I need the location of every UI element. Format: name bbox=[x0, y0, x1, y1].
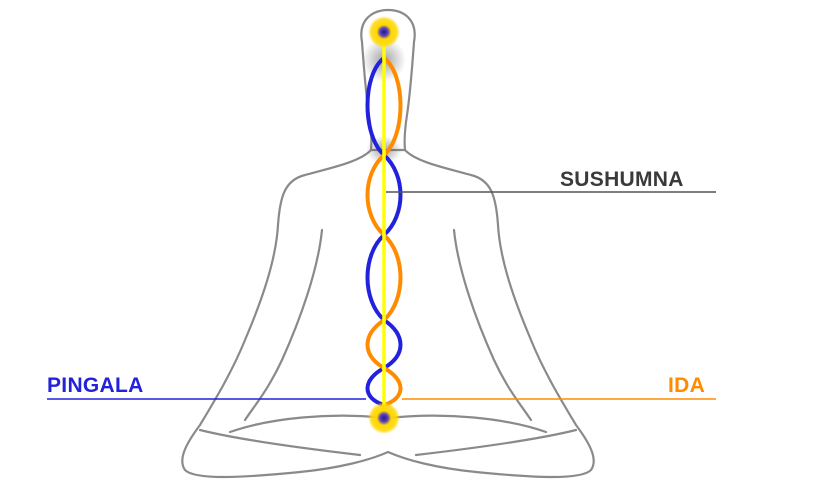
torso-outline bbox=[181, 148, 595, 479]
right-arm-inner bbox=[452, 228, 533, 422]
pingala-label: PINGALA bbox=[47, 374, 144, 397]
sushumna-label: SUSHUMNA bbox=[560, 168, 684, 191]
crown-chakra bbox=[368, 16, 400, 48]
root-chakra bbox=[368, 402, 400, 434]
right-shin bbox=[414, 428, 578, 457]
left-shin bbox=[198, 428, 362, 457]
left-arm-inner bbox=[243, 228, 324, 422]
ida-label: IDA bbox=[668, 374, 706, 397]
